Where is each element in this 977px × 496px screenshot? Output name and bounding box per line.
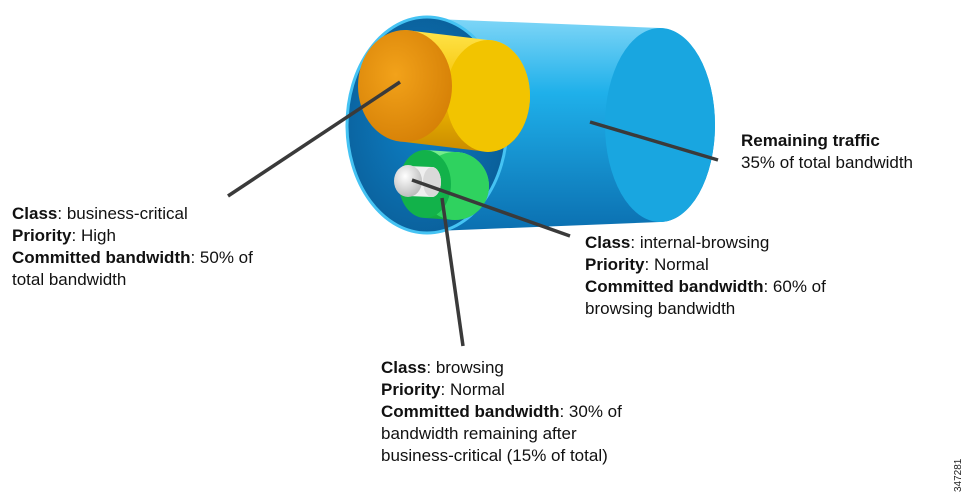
bc-priority-key: Priority bbox=[12, 226, 72, 245]
browsing-label: Class: browsing Priority: Normal Committ… bbox=[381, 357, 622, 467]
browsing-leader-line bbox=[440, 197, 465, 347]
ib-priority-key: Priority bbox=[585, 255, 645, 274]
br-priority-key: Priority bbox=[381, 380, 441, 399]
br-bandwidth-line3: business-critical (15% of total) bbox=[381, 446, 608, 465]
br-class-key: Class bbox=[381, 358, 427, 377]
br-bandwidth-line2: bandwidth remaining after bbox=[381, 424, 577, 443]
ib-class-key: Class bbox=[585, 233, 631, 252]
remaining-traffic-label: Remaining traffic 35% of total bandwidth bbox=[741, 130, 913, 174]
business-critical-label: Class: business-critical Priority: High … bbox=[12, 203, 253, 291]
br-bandwidth-value: : 30% of bbox=[559, 402, 622, 421]
ib-priority-value: : Normal bbox=[644, 255, 709, 274]
br-bandwidth-key: Committed bandwidth bbox=[381, 402, 560, 421]
bc-bandwidth-value: : 50% of bbox=[190, 248, 253, 267]
business-critical-pipe bbox=[358, 30, 530, 152]
bc-bandwidth-line2: total bandwidth bbox=[12, 270, 127, 289]
br-priority-value: : Normal bbox=[440, 380, 505, 399]
bc-class-value: : business-critical bbox=[57, 204, 188, 223]
figure-id: 347281 bbox=[953, 458, 964, 492]
bc-class-key: Class bbox=[12, 204, 58, 223]
business-critical-leader-line bbox=[227, 80, 401, 198]
ib-bandwidth-key: Committed bandwidth bbox=[585, 277, 764, 296]
remaining-title: Remaining traffic bbox=[741, 131, 880, 150]
ib-bandwidth-line2: browsing bandwidth bbox=[585, 299, 736, 318]
remaining-detail: 35% of total bandwidth bbox=[741, 153, 914, 172]
br-class-value: : browsing bbox=[426, 358, 504, 377]
remaining-leader-line bbox=[589, 120, 719, 162]
internal-browsing-leader-line bbox=[411, 178, 571, 238]
ib-class-value: : internal-browsing bbox=[630, 233, 770, 252]
internal-browsing-label: Class: internal-browsing Priority: Norma… bbox=[585, 232, 826, 320]
internal-browsing-pipe bbox=[394, 165, 441, 197]
ib-bandwidth-value: : 60% of bbox=[763, 277, 826, 296]
bc-priority-value: : High bbox=[71, 226, 116, 245]
bc-bandwidth-key: Committed bandwidth bbox=[12, 248, 191, 267]
